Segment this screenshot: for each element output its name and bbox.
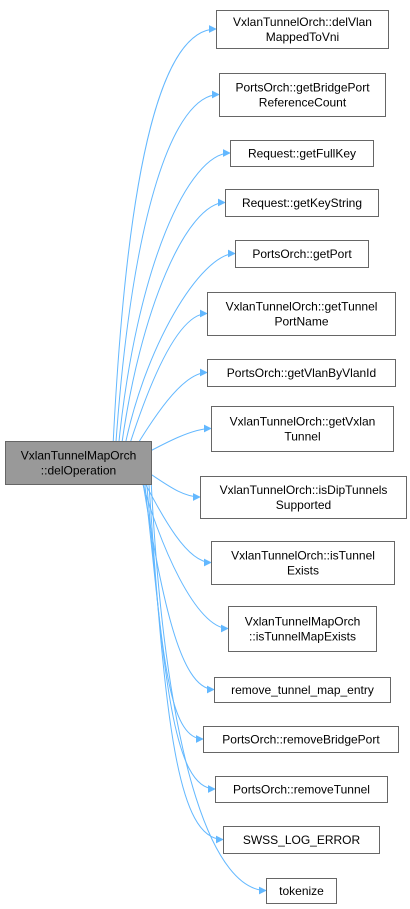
target-node-removeBridgePort-box xyxy=(203,726,399,753)
edge-to-getTunnelPortName xyxy=(125,309,208,458)
source-node-label-line: ::delOperation xyxy=(41,464,116,478)
target-node-SWSS_LOG_ERROR[interactable]: SWSS_LOG_ERROR xyxy=(223,826,380,854)
edge-to-delVlanMappedToVni xyxy=(112,25,217,447)
target-node-isTunnelExists-box xyxy=(211,541,395,585)
nodes-layer: VxlanTunnelMapOrch::delOperationVxlanTun… xyxy=(5,10,407,904)
source-node-label-line: VxlanTunnelMapOrch xyxy=(21,449,137,463)
target-node-delVlanMappedToVni-label-line: MappedToVni xyxy=(266,30,339,44)
target-node-getFullKey-box xyxy=(230,140,374,167)
target-node-getVlanByVlanId[interactable]: PortsOrch::getVlanByVlanId xyxy=(207,359,396,387)
edge-to-removeTunnel xyxy=(145,474,216,793)
target-node-getTunnelPortName-box xyxy=(207,292,396,336)
target-node-isTunnelExists-label-line: Exists xyxy=(287,564,319,578)
target-node-delVlanMappedToVni-box xyxy=(216,10,389,49)
target-node-isTunnelMapExists-label-line: VxlanTunnelMapOrch xyxy=(245,615,361,629)
target-node-getFullKey-label-line: Request::getFullKey xyxy=(248,147,356,161)
target-node-getVxlanTunnel-box xyxy=(211,406,394,452)
target-node-getTunnelPortName-label-line: PortName xyxy=(274,315,328,329)
target-node-isDipTunnelsSupported-label-line: VxlanTunnelOrch::isDipTunnels xyxy=(220,483,388,497)
target-node-getBridgePortReferenceCount-label-line: ReferenceCount xyxy=(259,96,347,110)
target-node-isTunnelExists-label-line: VxlanTunnelOrch::isTunnel xyxy=(231,549,375,563)
target-node-getVxlanTunnel-label-line: Tunnel xyxy=(284,430,320,444)
target-node-removeTunnel[interactable]: PortsOrch::removeTunnel xyxy=(215,776,388,803)
target-node-getVlanByVlanId-label-line: PortsOrch::getVlanByVlanId xyxy=(227,366,376,380)
source-node-box xyxy=(5,441,152,485)
target-node-remove_tunnel_map_entry-label-line: remove_tunnel_map_entry xyxy=(231,683,374,697)
edge-to-tokenize xyxy=(150,478,267,895)
edge-to-SWSS_LOG_ERROR xyxy=(147,476,224,844)
target-node-tokenize-box xyxy=(266,878,337,904)
target-node-delVlanMappedToVni-label-line: VxlanTunnelOrch::delVlan xyxy=(233,15,372,29)
target-node-getFullKey[interactable]: Request::getFullKey xyxy=(230,140,374,167)
target-node-getPort[interactable]: PortsOrch::getPort xyxy=(235,240,369,268)
target-node-getTunnelPortName-label-line: VxlanTunnelOrch::getTunnel xyxy=(226,300,378,314)
target-node-getBridgePortReferenceCount-box xyxy=(219,73,386,117)
target-node-getBridgePortReferenceCount-label-line: PortsOrch::getBridgePort xyxy=(235,81,370,95)
target-node-getVxlanTunnel-label-line: VxlanTunnelOrch::getVxlan xyxy=(230,415,376,429)
target-node-getKeyString-label-line: Request::getKeyString xyxy=(242,196,362,210)
target-node-remove_tunnel_map_entry[interactable]: remove_tunnel_map_entry xyxy=(214,677,391,703)
target-node-removeBridgePort[interactable]: PortsOrch::removeBridgePort xyxy=(203,726,399,753)
target-node-isTunnelMapExists-box xyxy=(228,606,377,652)
target-node-SWSS_LOG_ERROR-label-line: SWSS_LOG_ERROR xyxy=(243,833,361,847)
target-node-getVlanByVlanId-box xyxy=(207,359,396,387)
target-node-isDipTunnelsSupported-box xyxy=(200,476,407,519)
target-node-removeTunnel-label-line: PortsOrch::removeTunnel xyxy=(233,783,370,797)
target-node-getPort-label-line: PortsOrch::getPort xyxy=(252,247,352,261)
target-node-getPort-box xyxy=(235,240,369,268)
edge-to-isTunnelMapExists xyxy=(137,467,229,633)
target-node-SWSS_LOG_ERROR-box xyxy=(223,826,380,854)
target-node-removeBridgePort-label-line: PortsOrch::removeBridgePort xyxy=(222,733,380,747)
target-node-getKeyString-box xyxy=(225,189,379,217)
target-node-tokenize-label-line: tokenize xyxy=(279,884,324,898)
target-node-isTunnelMapExists[interactable]: VxlanTunnelMapOrch::isTunnelMapExists xyxy=(228,606,377,652)
edges-layer xyxy=(112,25,267,895)
target-node-isTunnelMapExists-label-line: ::isTunnelMapExists xyxy=(249,630,356,644)
target-node-tokenize[interactable]: tokenize xyxy=(266,878,337,904)
edge-to-getPort xyxy=(122,249,236,455)
edge-to-removeBridgePort xyxy=(142,472,204,743)
target-node-getKeyString[interactable]: Request::getKeyString xyxy=(225,189,379,217)
target-node-isDipTunnelsSupported-label-line: Supported xyxy=(276,498,331,512)
target-node-removeTunnel-box xyxy=(215,776,388,803)
edge-to-getBridgePortReferenceCount xyxy=(115,90,220,449)
target-node-remove_tunnel_map_entry-box xyxy=(214,677,391,703)
edge-to-getKeyString xyxy=(120,198,226,453)
edge-to-getFullKey xyxy=(117,149,231,451)
source-node[interactable]: VxlanTunnelMapOrch::delOperation xyxy=(5,441,152,485)
